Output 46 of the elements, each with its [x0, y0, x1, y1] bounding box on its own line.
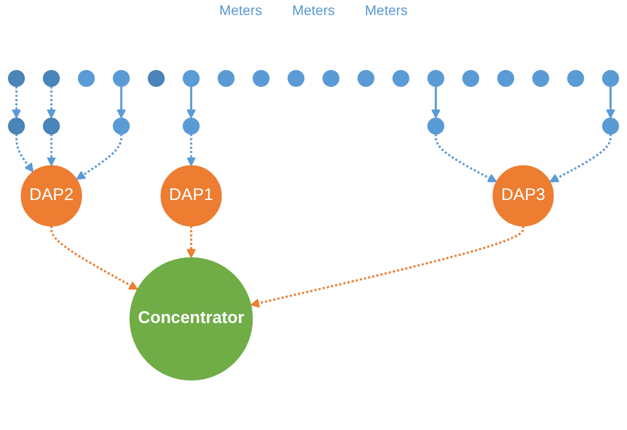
node-circle [602, 117, 620, 134]
node-circle [112, 117, 130, 134]
node-circle: Concentrator [130, 256, 253, 380]
node-circle [427, 117, 444, 134]
arrow [434, 134, 497, 182]
arrow [186, 134, 196, 166]
node-circle [182, 70, 200, 87]
node-circle: DAP1 [160, 165, 222, 226]
group-label: Meters [292, 2, 335, 18]
arrow [50, 226, 138, 290]
node-circle [567, 70, 584, 87]
arrow [116, 86, 126, 118]
arrow [606, 86, 616, 118]
node-circle [8, 70, 25, 87]
node-circle [322, 70, 340, 87]
node-circle [288, 70, 304, 87]
node-circle [42, 70, 60, 87]
node-circle [182, 117, 200, 134]
node-circle [148, 70, 165, 87]
node-circle [78, 70, 95, 87]
node-circle [392, 70, 410, 87]
arrow [15, 134, 34, 172]
node-circle [42, 117, 60, 134]
group-label: Meters [219, 2, 262, 18]
arrow [46, 134, 56, 166]
node-circle [218, 70, 235, 87]
arrow [76, 134, 122, 180]
node-circle [532, 70, 550, 87]
arrow [549, 134, 612, 182]
arrow [186, 86, 196, 118]
arrow [186, 226, 196, 258]
node-circle [8, 117, 25, 134]
node-circle [602, 70, 620, 87]
group-label: Meters [364, 2, 408, 18]
node-circle [252, 70, 270, 87]
node-circle [112, 70, 130, 87]
node-circle: DAP3 [492, 165, 554, 226]
arrow [431, 86, 440, 118]
arrow [12, 86, 22, 118]
node-circle [462, 70, 480, 87]
node-circle: DAP2 [20, 165, 82, 226]
node-circle [427, 70, 444, 87]
node-circle [357, 70, 374, 87]
node-circle [497, 70, 514, 87]
arrow [250, 226, 524, 308]
arrow [46, 86, 56, 118]
